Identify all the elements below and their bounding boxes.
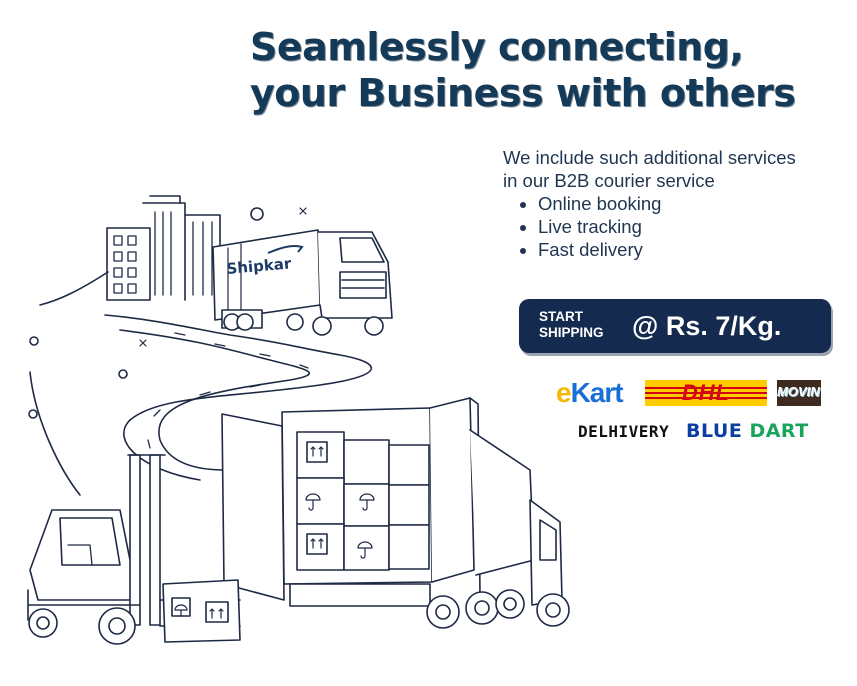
ekart-logo-rest: Kart bbox=[570, 377, 624, 408]
intro-text-line-2: in our B2B courier service bbox=[503, 170, 715, 191]
bluedart-logo-dart: DART bbox=[749, 420, 809, 442]
logistics-illustration: Shipkar bbox=[27, 195, 570, 645]
movin-logo-text: MOVIN bbox=[777, 384, 820, 399]
services-intro: We include such additional services in o… bbox=[503, 146, 796, 261]
services-list: Online booking Live tracking Fast delive… bbox=[503, 192, 796, 261]
service-item-live-tracking: Live tracking bbox=[538, 215, 796, 238]
headline-line-1: Seamlessly connecting, bbox=[250, 25, 744, 69]
ekart-logo-e: e bbox=[556, 377, 572, 408]
start-shipping-button[interactable]: START SHIPPING @ Rs. 7/Kg. bbox=[519, 299, 831, 353]
movin-logo: MOVIN bbox=[777, 380, 821, 406]
cta-label-line-2: SHIPPING bbox=[539, 325, 604, 340]
city-buildings-icon bbox=[106, 195, 221, 301]
truck-brand-label: Shipkar bbox=[226, 254, 293, 278]
price-per-kg: @ Rs. 7/Kg. bbox=[632, 311, 782, 341]
intro-text-line-1: We include such additional services bbox=[503, 147, 796, 168]
cargo-truck-icon bbox=[221, 397, 570, 629]
service-item-fast-delivery: Fast delivery bbox=[538, 238, 796, 261]
bluedart-logo: BLUE DART bbox=[686, 420, 809, 442]
page-title: Seamlessly connecting, your Business wit… bbox=[250, 24, 796, 116]
headline-line-2: your Business with others bbox=[250, 71, 796, 115]
dhl-logo-text: DHL bbox=[681, 380, 731, 405]
shipkar-truck-icon bbox=[212, 229, 393, 336]
cta-label-line-1: START bbox=[539, 309, 583, 324]
ekart-logo: eKart bbox=[556, 377, 624, 409]
start-shipping-label: START SHIPPING bbox=[539, 309, 604, 341]
dhl-logo: DHL bbox=[645, 380, 767, 406]
forklift-icon bbox=[27, 454, 241, 645]
delhivery-logo: DELHIVERY bbox=[578, 422, 670, 441]
bluedart-logo-blue: BLUE bbox=[686, 420, 743, 442]
service-item-online-booking: Online booking bbox=[538, 192, 796, 215]
